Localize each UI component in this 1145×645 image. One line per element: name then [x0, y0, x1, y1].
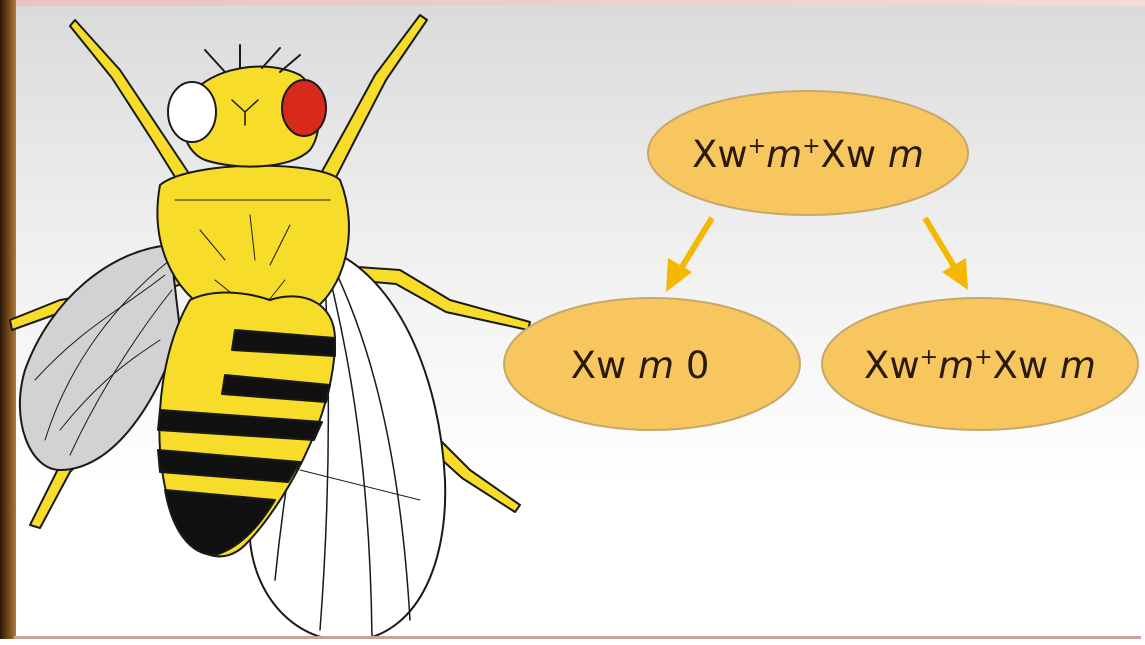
left-child-node: Xw m 0: [503, 297, 801, 431]
eye-white: [167, 81, 217, 143]
front-leg-left: [69, 19, 191, 186]
wing-left: [18, 244, 181, 471]
abdomen-stripe: [157, 409, 323, 441]
arrow-to-left-child: [666, 216, 715, 292]
right-child-genotype-label: Xw+m+Xw m: [864, 344, 1096, 387]
fruit-fly-illustration: [9, 14, 531, 642]
right-child-node: Xw+m+Xw m: [821, 297, 1139, 431]
front-leg-right: [319, 14, 428, 186]
top-border: [0, 0, 1145, 6]
parent-node: Xw+m+Xw m: [647, 90, 969, 216]
abdomen-stripe: [231, 329, 336, 357]
abdomen-stripe: [221, 374, 331, 403]
head: [181, 65, 320, 168]
left-edge-border: [0, 0, 16, 645]
abdomen-stripe: [157, 449, 301, 483]
left-child-genotype-label: Xw m 0: [571, 344, 710, 387]
parent-genotype-label: Xw+m+Xw m: [692, 133, 924, 176]
arrow-to-right-child: [922, 216, 968, 290]
abdomen-tip: [164, 489, 276, 556]
bottom-rule: [14, 636, 1141, 639]
bottom-margin: [0, 639, 1145, 645]
eye-red: [281, 79, 327, 137]
